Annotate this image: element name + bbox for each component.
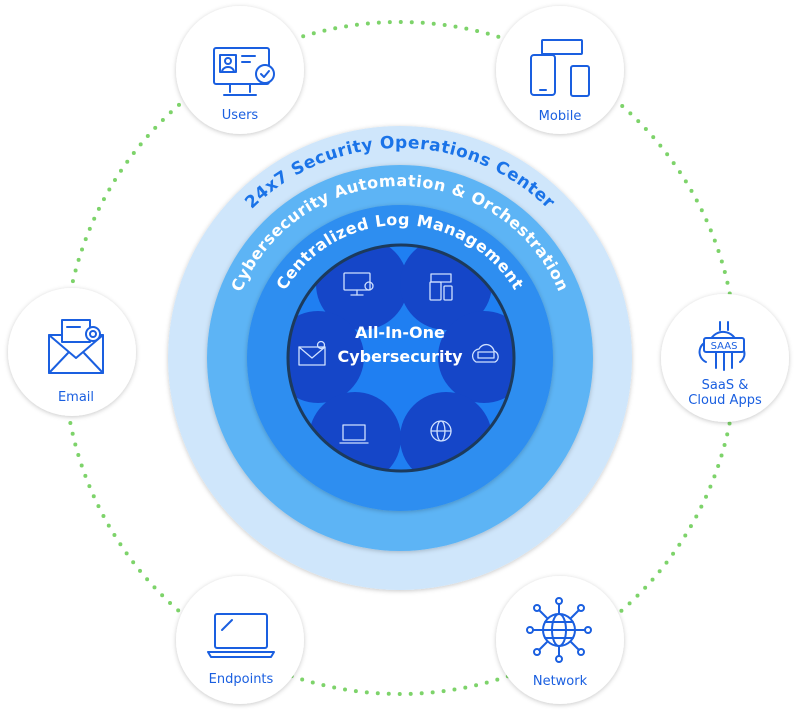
core-title-line1: All-In-One <box>355 323 445 342</box>
satellite-label: Users <box>222 108 259 123</box>
satellite-saas[interactable]: SAAS SaaS & Cloud Apps <box>661 294 789 422</box>
monitor-user-check-icon <box>343 272 374 296</box>
satellite-label: SaaS & <box>702 378 749 393</box>
satellite-network[interactable]: Network <box>496 576 624 704</box>
devices-icon <box>429 273 453 301</box>
satellite-label: Network <box>533 674 588 689</box>
monitor-user-check-icon <box>213 47 275 96</box>
saas-cloud-icon: SAAS <box>698 321 746 371</box>
satellite-endpoints[interactable]: Endpoints <box>176 576 304 704</box>
satellite-users[interactable]: Users <box>176 6 304 134</box>
satellite-label: Endpoints <box>209 672 274 687</box>
globe-network-icon <box>526 597 592 663</box>
laptop-icon <box>339 424 369 444</box>
globe-network-icon <box>430 420 452 442</box>
svg-text:SAAS: SAAS <box>711 341 738 352</box>
inner-bubble-email <box>288 311 364 403</box>
inner-bubble-saas <box>438 311 514 403</box>
satellite-email[interactable]: Email <box>8 288 136 416</box>
satellite-label: Email <box>58 390 94 405</box>
devices-icon <box>530 39 590 97</box>
envelope-icon <box>48 319 104 374</box>
satellite-mobile[interactable]: Mobile <box>496 6 624 134</box>
laptop-icon <box>207 613 275 658</box>
core-title-line2: Cybersecurity <box>337 347 463 366</box>
saas-cloud-icon <box>471 343 499 363</box>
satellite-label-2: Cloud Apps <box>688 393 762 408</box>
envelope-icon <box>298 340 326 366</box>
satellite-label: Mobile <box>539 109 582 124</box>
